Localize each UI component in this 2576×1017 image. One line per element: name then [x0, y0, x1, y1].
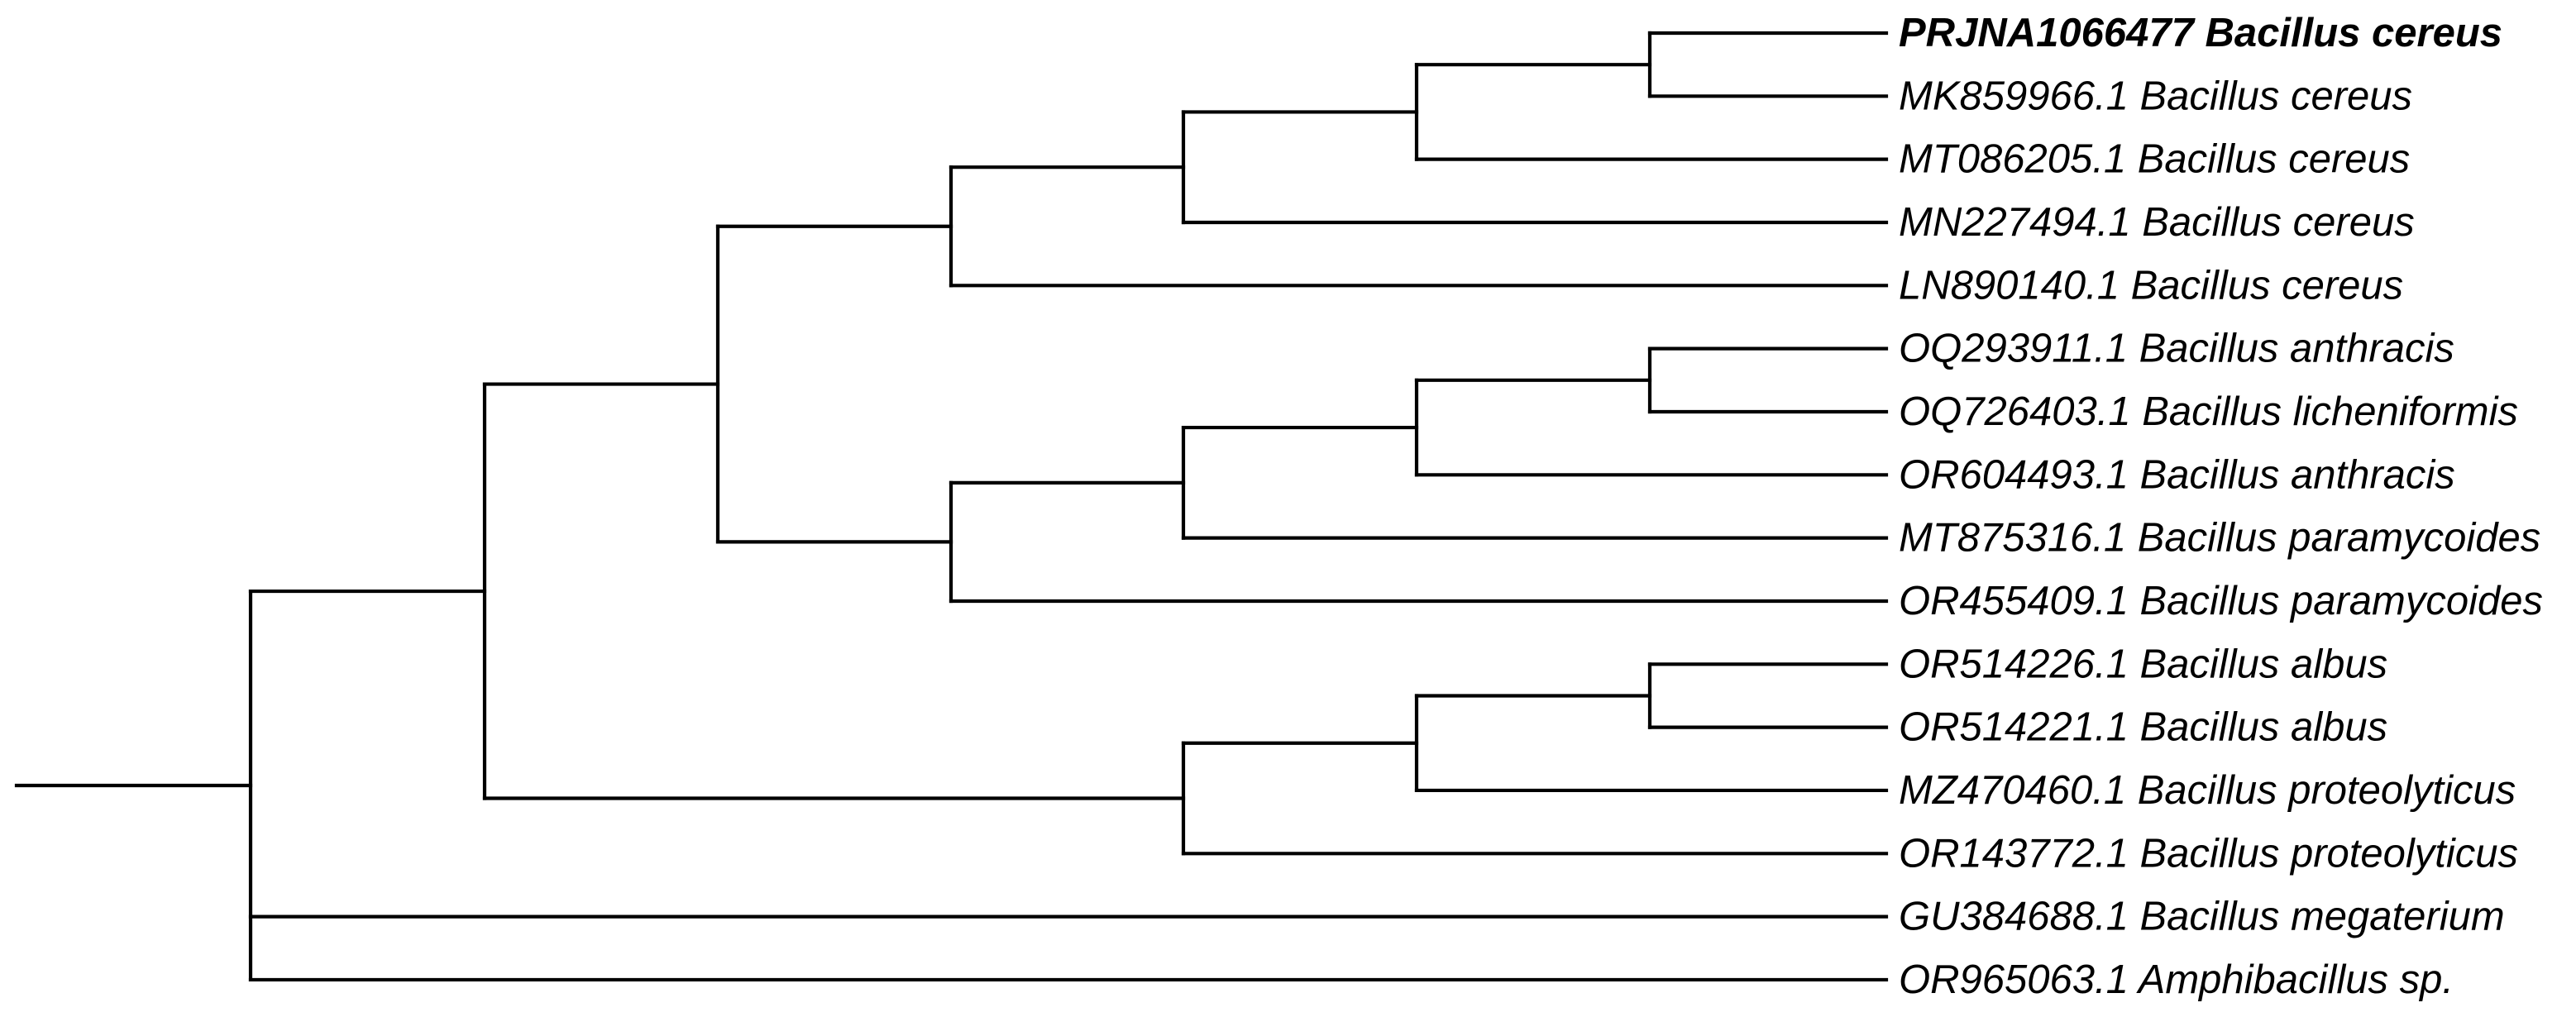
taxon-label: OR604493.1 Bacillus anthracis	[1899, 452, 2455, 497]
taxon-label: OR455409.1 Bacillus paramycoides	[1899, 579, 2543, 623]
taxon-label: OR143772.1 Bacillus proteolyticus	[1899, 831, 2518, 876]
taxon-label: MN227494.1 Bacillus cereus	[1899, 200, 2415, 245]
taxon-label: MT086205.1 Bacillus cereus	[1899, 137, 2410, 182]
taxon-label: OQ726403.1 Bacillus licheniformis	[1899, 389, 2518, 434]
taxon-label: GU384688.1 Bacillus megaterium	[1899, 895, 2505, 939]
taxon-label: LN890140.1 Bacillus cereus	[1899, 263, 2403, 308]
taxon-label: OR514221.1 Bacillus albus	[1899, 705, 2387, 750]
taxon-label: MZ470460.1 Bacillus proteolyticus	[1899, 768, 2516, 813]
taxon-label: MT875316.1 Bacillus paramycoides	[1899, 516, 2540, 561]
taxon-label: OR965063.1 Amphibacillus sp.	[1899, 957, 2454, 1002]
taxon-label: OQ293911.1 Bacillus anthracis	[1899, 327, 2454, 371]
taxon-label: OR514226.1 Bacillus albus	[1899, 642, 2387, 686]
taxon-label: PRJNA1066477 Bacillus cereus	[1899, 11, 2502, 55]
taxon-label: MK859966.1 Bacillus cereus	[1899, 74, 2412, 118]
